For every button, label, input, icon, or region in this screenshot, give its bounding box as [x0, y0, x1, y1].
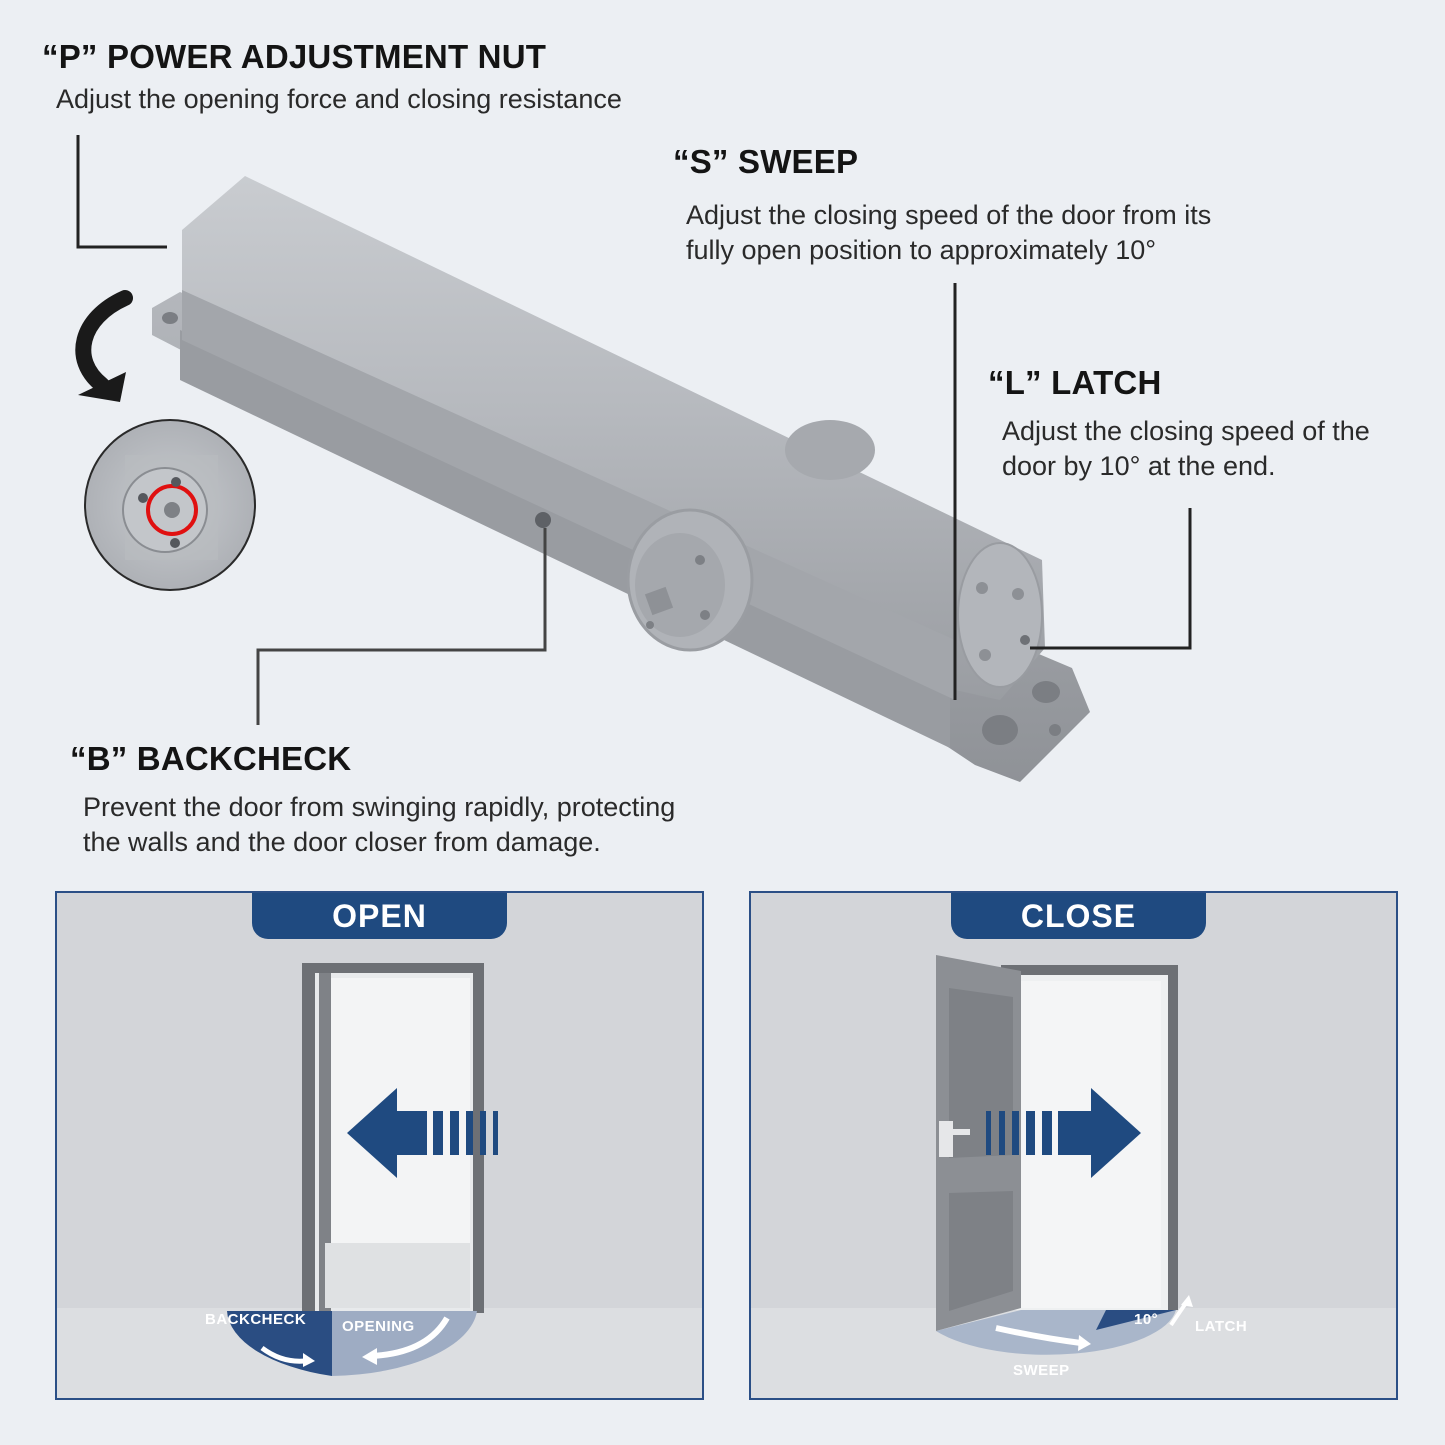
- backcheck-title: “B” BACKCHECK: [70, 740, 352, 777]
- close-label-sweep: SWEEP: [1013, 1362, 1070, 1379]
- leader-line-backcheck: [256, 528, 547, 725]
- door-closer-illustration: [75, 135, 1192, 782]
- closer-end-cap: [957, 542, 1043, 688]
- leader-line-latch: [1030, 508, 1192, 650]
- close-tab: CLOSE: [951, 893, 1206, 939]
- open-panel: OPEN BACKCHECK OPENING: [55, 891, 704, 1400]
- arrow-right-icon: [986, 1088, 1141, 1178]
- close-label-10: 10°: [1134, 1311, 1159, 1328]
- backcheck-desc-line1: Prevent the door from swinging rapidly, …: [83, 792, 676, 822]
- sweep-title: “S” SWEEP: [673, 143, 859, 180]
- latch-desc-line1: Adjust the closing speed of the: [1002, 416, 1370, 446]
- rotate-arrow-icon: [75, 290, 133, 402]
- curved-arrow-icon: [260, 1345, 306, 1364]
- leader-line-power: [76, 135, 167, 249]
- sweep-desc-line2: fully open position to approximately 10°: [686, 235, 1157, 265]
- open-label-backcheck: BACKCHECK: [205, 1311, 307, 1328]
- close-panel: CLOSE 10° LATCH SWEEP: [749, 891, 1398, 1400]
- close-label-latch: LATCH: [1195, 1318, 1248, 1335]
- arrow-left-icon: [347, 1088, 498, 1178]
- open-tab: OPEN: [252, 893, 507, 939]
- closer-body: [182, 176, 1045, 700]
- power-nut-zoom: [84, 419, 256, 591]
- power-title: “P” POWER ADJUSTMENT NUT: [42, 38, 547, 75]
- open-label-opening: OPENING: [342, 1318, 415, 1335]
- power-desc: Adjust the opening force and closing res…: [56, 84, 622, 114]
- open-door-scene: [57, 893, 702, 1398]
- close-door-scene: [751, 893, 1396, 1398]
- latch-desc-line2: door by 10° at the end.: [1002, 451, 1276, 481]
- latch-title: “L” LATCH: [988, 364, 1162, 401]
- sweep-desc-line1: Adjust the closing speed of the door fro…: [686, 200, 1212, 230]
- backcheck-desc-line2: the walls and the door closer from damag…: [83, 827, 601, 857]
- curved-arrow-icon: [995, 1325, 1082, 1346]
